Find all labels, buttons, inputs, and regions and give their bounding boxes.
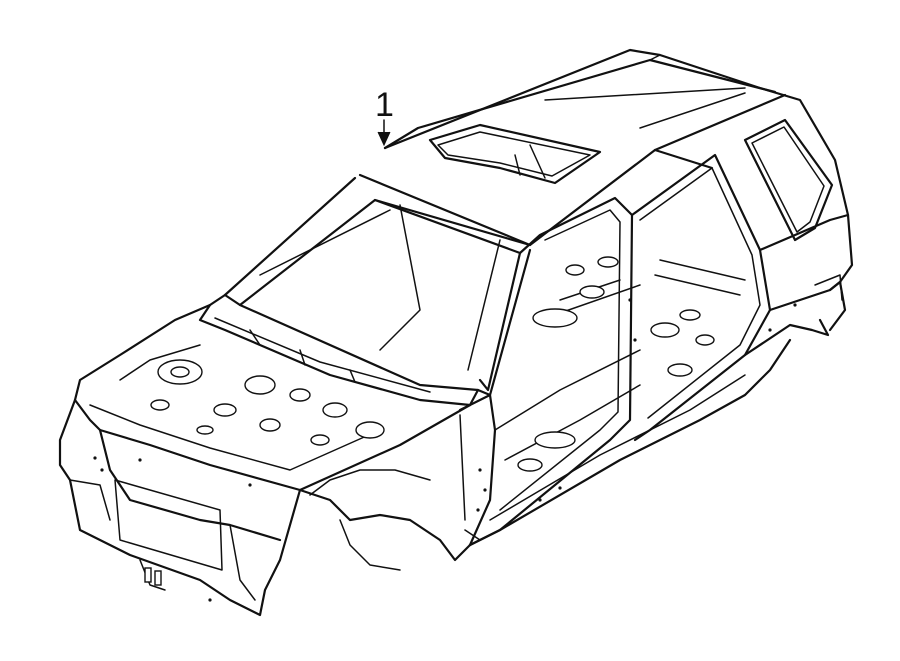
- windshield-frame: [223, 176, 532, 392]
- rear-door-opening: [630, 148, 772, 442]
- sunroof-opening: [428, 123, 602, 185]
- front-end-structure: [58, 398, 302, 617]
- part-number-callout: 1: [375, 86, 394, 124]
- front-wheel-well: [298, 469, 472, 571]
- cowl-panel: [198, 293, 472, 407]
- rocker-sill: [464, 338, 792, 547]
- roof-panel: [358, 48, 854, 292]
- weld-holes: [93, 298, 797, 602]
- rear-quarter-panel: [743, 213, 850, 357]
- callout-arrow: [377, 119, 391, 147]
- floor-pan: [494, 256, 746, 472]
- engine-compartment: [73, 303, 472, 492]
- hinge-pillar: [459, 388, 497, 547]
- front-door-opening: [458, 196, 634, 547]
- rear-quarter-window: [743, 118, 834, 242]
